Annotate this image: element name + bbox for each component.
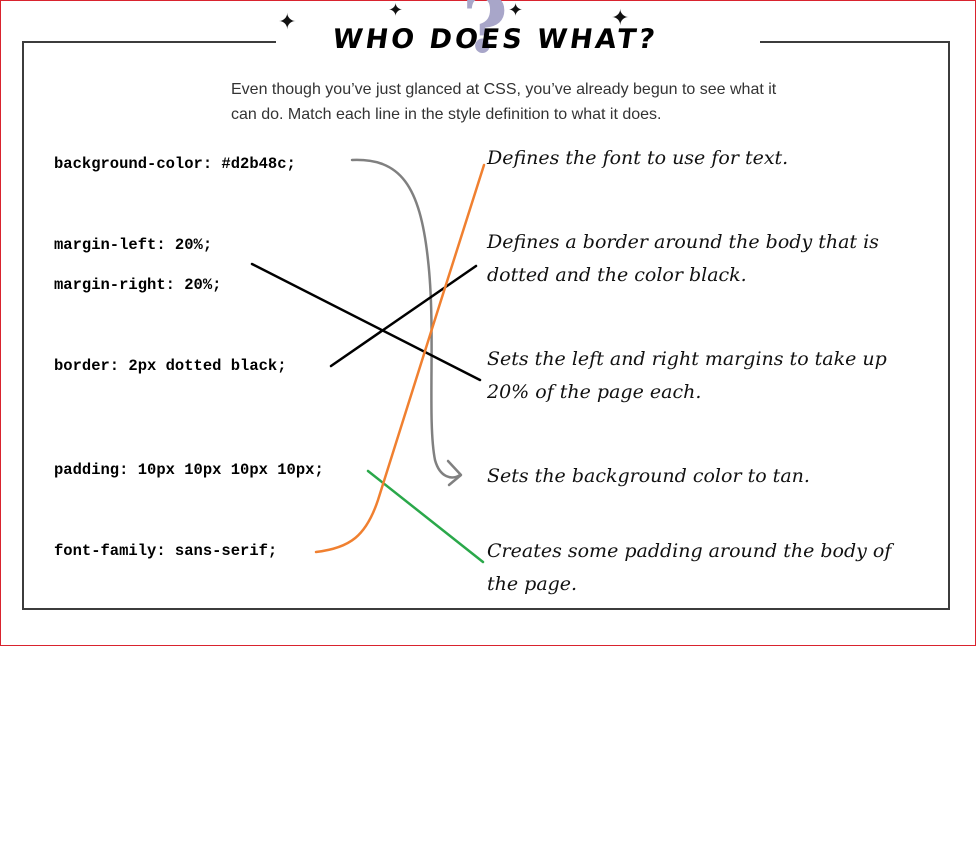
code-line-border: border: 2px dotted black;: [54, 357, 287, 375]
description-margins: Sets the left and right margins to take …: [487, 348, 887, 403]
sparkle-icon: ✦: [611, 6, 630, 31]
description-font: Defines the font to use for text.: [487, 147, 789, 169]
code-line-margin-right: margin-right: 20%;: [54, 276, 222, 294]
title-gap: [276, 30, 760, 54]
question-mark-graphic: ?: [462, 0, 508, 71]
description-border: Defines a border around the body that is…: [487, 231, 879, 286]
code-line-margin-left: margin-left: 20%;: [54, 236, 213, 254]
sparkle-icon: ✦: [508, 0, 524, 21]
intro-text: Even though you’ve just glanced at CSS, …: [231, 81, 777, 123]
description-padding: Creates some padding around the body of …: [487, 540, 892, 595]
code-line-font-family: font-family: sans-serif;: [54, 542, 278, 560]
sparkle-icon: ✦: [278, 10, 297, 35]
code-line-background-color: background-color: #d2b48c;: [54, 155, 296, 173]
description-background: Sets the background color to tan.: [487, 465, 810, 487]
code-line-padding: padding: 10px 10px 10px 10px;: [54, 461, 324, 479]
page-title: WHO DOES WHAT?: [330, 24, 660, 55]
sparkle-icon: ✦: [388, 0, 404, 21]
